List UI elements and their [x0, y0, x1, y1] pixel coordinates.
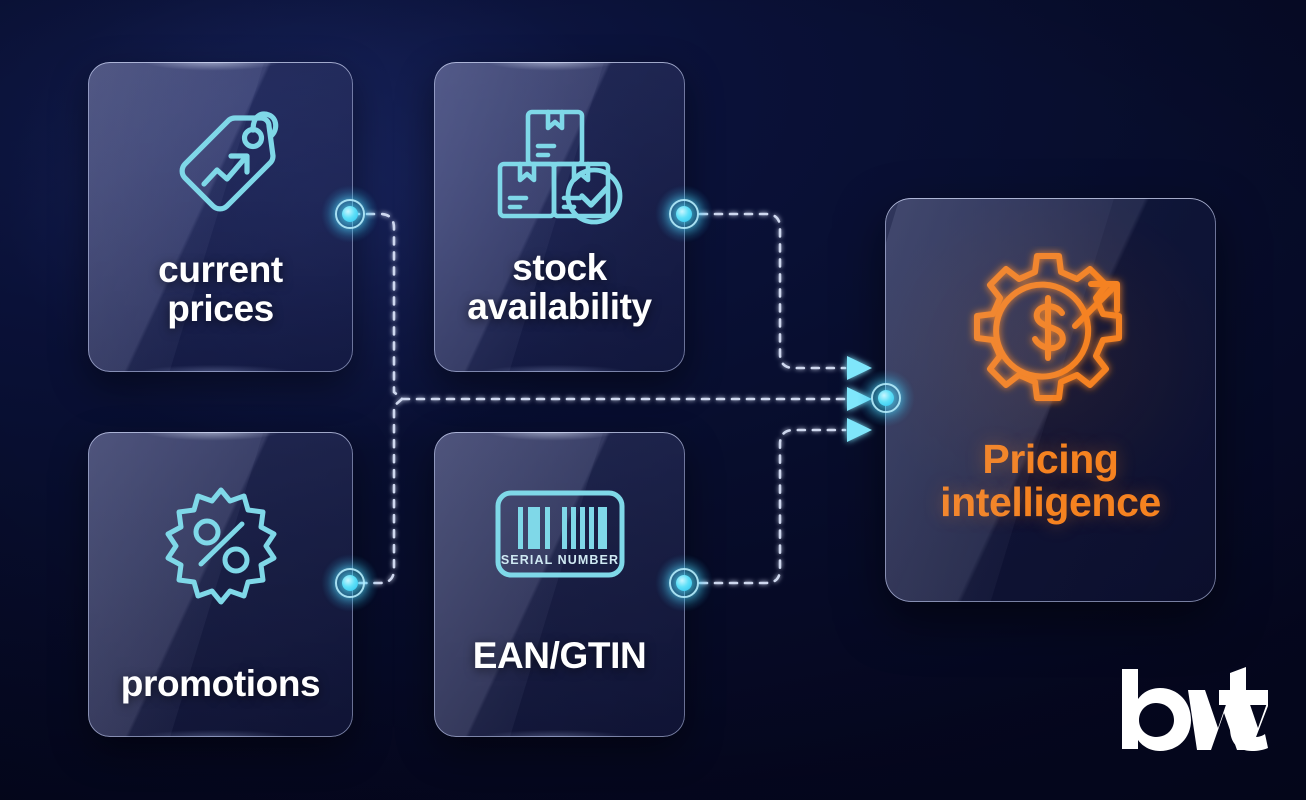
card-pricing-intelligence[interactable]: Pricing intelligence	[885, 198, 1216, 602]
node-ring	[669, 199, 699, 229]
card-label-pricing-intelligence: Pricing intelligence	[885, 436, 1216, 526]
label-line-2: prices	[167, 288, 274, 330]
card-label-current-prices: current prices	[158, 250, 283, 328]
node-ean-gtin[interactable]	[647, 546, 721, 620]
label-line-1: stock	[512, 247, 607, 288]
card-ean-gtin[interactable]: SERIAL NUMBER EAN/GTIN	[434, 432, 685, 737]
node-promotions[interactable]	[313, 546, 387, 620]
label-line-1: promotions	[120, 663, 321, 704]
node-ring	[871, 383, 901, 413]
node-pricing-intelligence[interactable]	[849, 361, 923, 435]
label-line-2: availability	[467, 286, 652, 328]
node-core	[878, 390, 894, 406]
card-current-prices[interactable]: current prices	[88, 62, 353, 372]
node-core	[342, 206, 358, 222]
gear-dollar-growth-icon	[885, 246, 1216, 412]
barcode-icon: SERIAL NUMBER	[495, 490, 625, 578]
card-label-promotions: promotions	[120, 663, 321, 704]
boxes-check-icon	[490, 104, 630, 228]
label-line-2: intelligence	[940, 479, 1161, 526]
barcode-caption: SERIAL NUMBER	[500, 553, 618, 567]
percent-badge-icon	[160, 484, 282, 606]
label-line-1: EAN/GTIN	[472, 635, 647, 676]
node-core	[676, 575, 692, 591]
node-ring	[669, 568, 699, 598]
card-label-stock-availability: stock availability	[467, 247, 652, 328]
card-label-ean-gtin: EAN/GTIN	[473, 636, 647, 675]
price-tag-trend-icon	[157, 106, 285, 228]
node-stock-availability[interactable]	[647, 177, 721, 251]
node-core	[676, 206, 692, 222]
brand-logo-bwt	[1118, 665, 1268, 756]
node-core	[342, 575, 358, 591]
label-line-1: current	[158, 249, 283, 290]
node-current-prices[interactable]	[313, 177, 387, 251]
label-line-1: Pricing	[982, 436, 1119, 482]
